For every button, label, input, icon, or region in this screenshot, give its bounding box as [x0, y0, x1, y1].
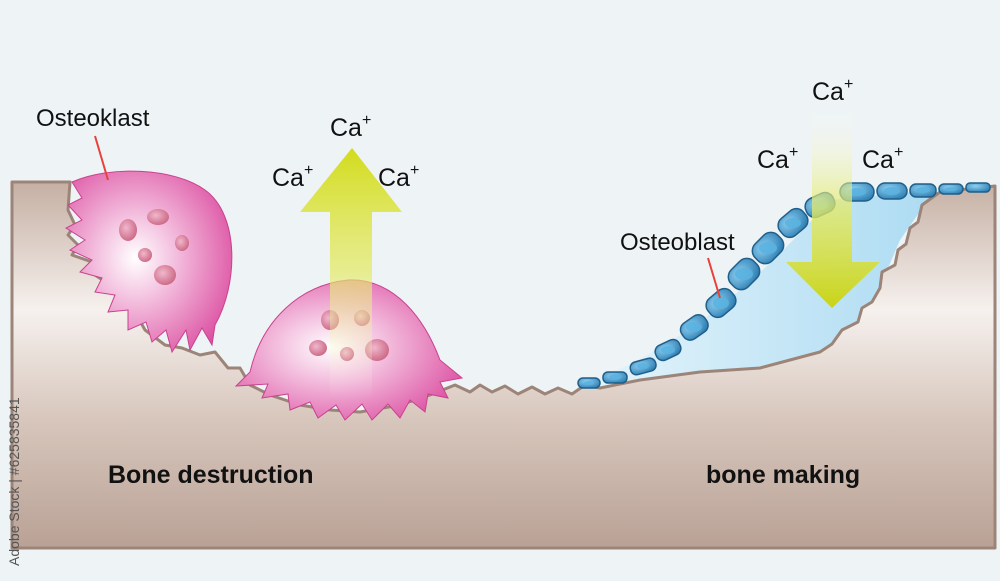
- calcium-ion-label: Ca+: [378, 162, 419, 192]
- svg-text:Ca+: Ca+: [272, 162, 313, 192]
- calcium-ion-label: Ca+: [330, 112, 371, 142]
- svg-text:Ca+: Ca+: [757, 144, 798, 174]
- osteoclast-pointer: [94, 135, 109, 181]
- calcium-release-arrow-icon: [300, 148, 402, 400]
- osteoblast-pointer: [707, 257, 721, 299]
- bone-making-label: bone making: [706, 461, 860, 489]
- osteoblast-label: Osteoblast: [620, 229, 735, 256]
- calcium-deposit-arrow-icon: [786, 108, 880, 308]
- svg-text:Ca+: Ca+: [812, 76, 853, 106]
- calcium-ion-label: Ca+: [272, 162, 313, 192]
- osteoclast-cell-icon: [64, 170, 233, 354]
- svg-text:Ca+: Ca+: [378, 162, 419, 192]
- bone-destruction-label: Bone destruction: [108, 461, 314, 489]
- calcium-ion-label: Ca+: [757, 144, 798, 174]
- calcium-ion-label: Ca+: [812, 76, 853, 106]
- calcium-ion-label: Ca+: [862, 144, 903, 174]
- svg-text:Ca+: Ca+: [862, 144, 903, 174]
- svg-text:Ca+: Ca+: [330, 112, 371, 142]
- osteoclast-label: Osteoklast: [36, 105, 150, 132]
- stock-id-watermark: Adobe Stock | #625835841: [4, 330, 26, 570]
- osteoblast-cell-icon: [965, 182, 991, 193]
- stock-id-text: Adobe Stock | #625835841: [6, 397, 22, 566]
